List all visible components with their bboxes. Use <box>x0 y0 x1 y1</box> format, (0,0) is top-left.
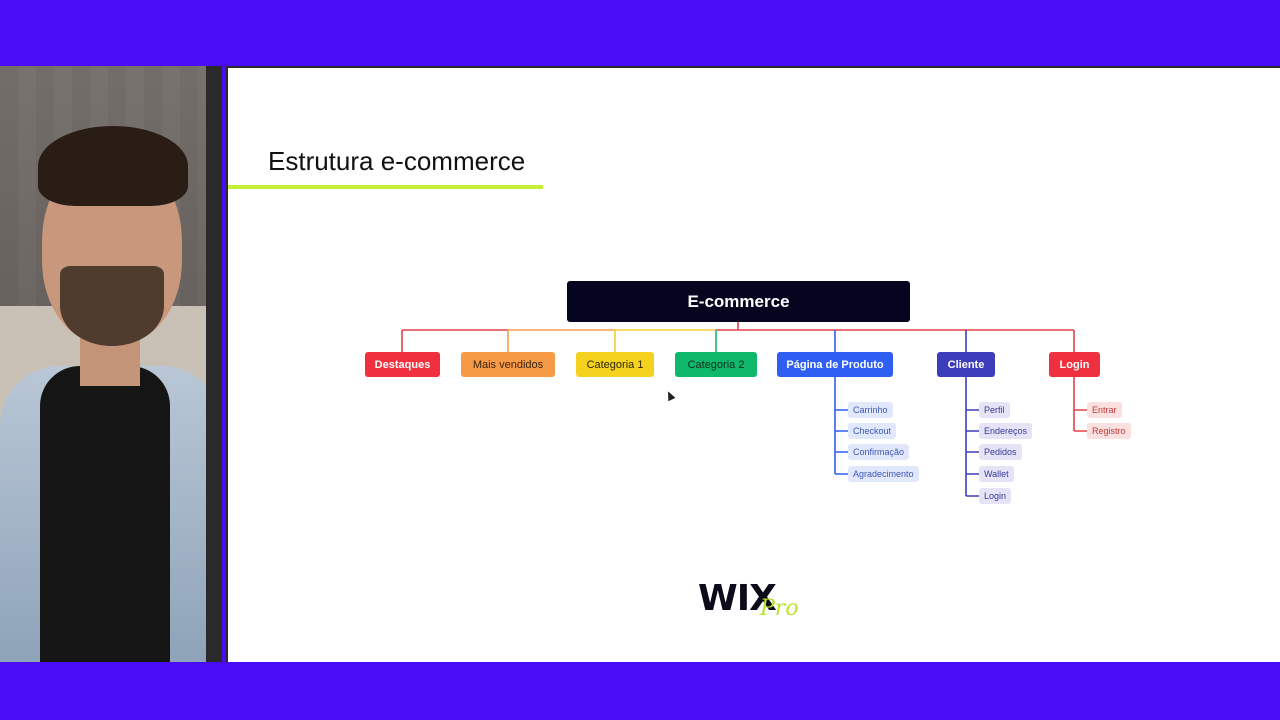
ticks-cliente <box>966 409 979 497</box>
ticks-login <box>1074 409 1087 432</box>
leaf-wallet: Wallet <box>979 466 1014 482</box>
leaf-pedidos: Pedidos <box>979 444 1022 460</box>
logo-pro-text: Pro <box>760 596 799 621</box>
leaf-entrar: Entrar <box>1087 402 1122 418</box>
leaf-agradecimento: Agradecimento <box>848 466 919 482</box>
root-node: E-commerce <box>567 281 910 322</box>
ticks-pagina-produto <box>835 409 848 475</box>
presenter-beard <box>60 266 164 346</box>
leaf-checkout: Checkout <box>848 423 897 439</box>
top-band <box>0 0 1280 66</box>
leaf-enderecos: Endereços <box>979 423 1033 439</box>
leaf-login-cliente: Login <box>979 488 1012 504</box>
leaf-registro: Registro <box>1087 423 1131 439</box>
leaf-carrinho: Carrinho <box>848 402 893 418</box>
node-pagina-produto: Página de Produto <box>777 352 893 377</box>
leaf-confirmacao: Confirmação <box>848 444 910 460</box>
node-categoria-1: Categoria 1 <box>576 352 654 377</box>
presenter-shirt <box>40 366 170 662</box>
node-destaques: Destaques <box>365 352 440 377</box>
wix-pro-logo: WIX Pro <box>698 578 818 628</box>
node-login: Login <box>1049 352 1100 377</box>
webcam-feed <box>0 66 222 662</box>
node-categoria-2: Categoria 2 <box>675 352 757 377</box>
node-mais-vendidos: Mais vendidos <box>461 352 555 377</box>
title-underline <box>228 185 543 189</box>
slide-title: Estrutura e-commerce <box>268 146 526 176</box>
bottom-band <box>0 662 1280 720</box>
webcam-edge-panel <box>206 66 222 662</box>
presenter-hair <box>38 126 188 206</box>
leaf-perfil: Perfil <box>979 402 1010 418</box>
node-cliente: Cliente <box>937 352 995 377</box>
logo-wix-text: WIX <box>698 578 777 619</box>
